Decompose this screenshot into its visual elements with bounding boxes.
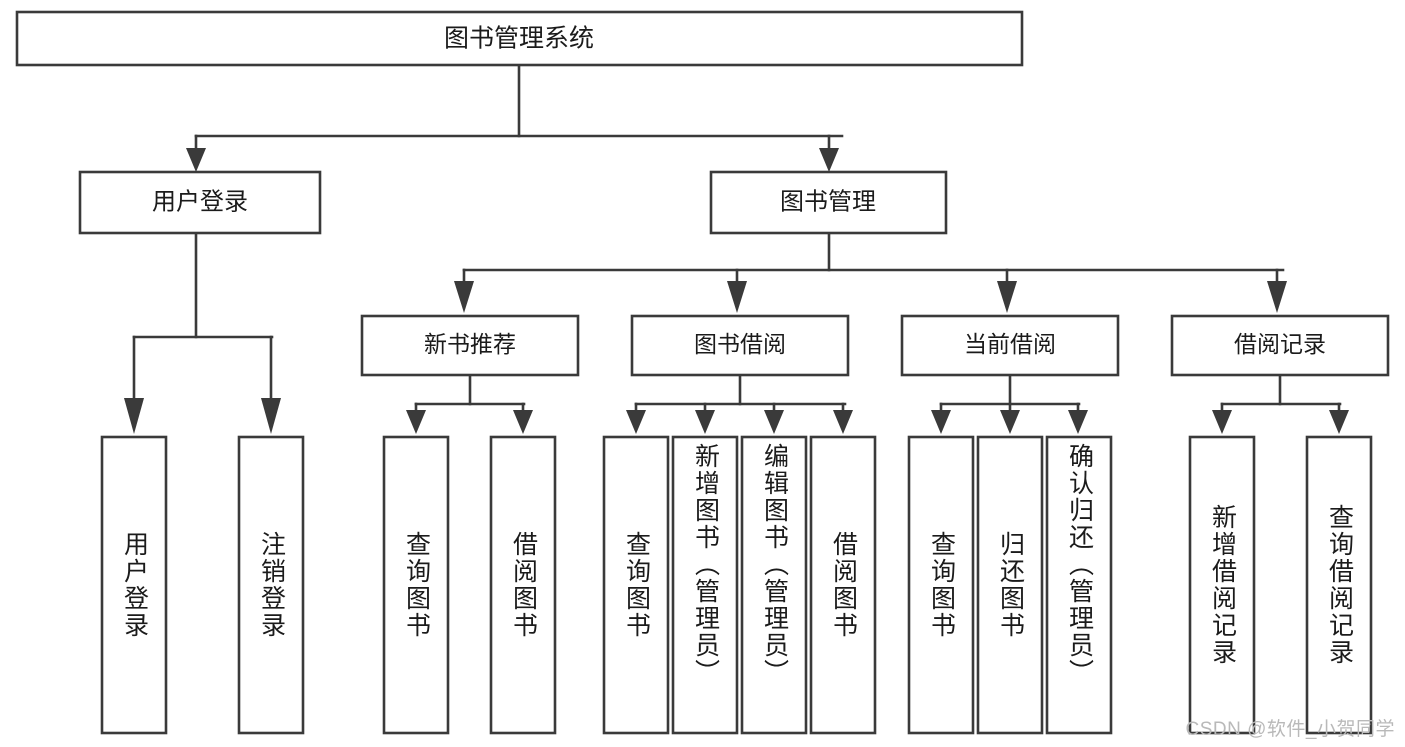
leaf-box-query-book-3[interactable] (907, 435, 975, 735)
node-root-label: 图书管理系统 (444, 25, 594, 53)
connector-current-to-leaves (931, 373, 1088, 434)
connector-userlogin-to-leaves (124, 231, 281, 434)
csdn-watermark: CSDN @软件_小贺同学 (1185, 719, 1395, 740)
node-user-login-label: 用户登录 (152, 188, 248, 215)
leaf-box-return-book[interactable] (976, 435, 1044, 735)
leaf-box-logout[interactable] (237, 435, 305, 735)
connector-borrow-to-leaves (626, 373, 853, 434)
node-current-borrow[interactable]: 当前借阅 (900, 314, 1120, 377)
leaf-box-query-book-1[interactable] (382, 435, 450, 735)
node-borrow-record-label: 借阅记录 (1234, 331, 1326, 357)
leaf-box-edit-book-admin[interactable] (740, 435, 808, 735)
node-book-borrow[interactable]: 图书借阅 (630, 314, 850, 377)
connector-root-to-level2 (186, 63, 844, 172)
node-book-management-label: 图书管理 (780, 188, 876, 215)
node-new-book-recommend-label: 新书推荐 (424, 331, 516, 357)
node-current-borrow-label: 当前借阅 (964, 331, 1056, 357)
node-borrow-record[interactable]: 借阅记录 (1170, 314, 1390, 377)
leaf-box-user-login[interactable] (100, 435, 168, 735)
node-user-login[interactable]: 用户登录 (78, 170, 322, 235)
leaf-box-query-borrow-record[interactable] (1305, 435, 1373, 735)
connector-record-to-leaves (1212, 373, 1349, 434)
leaf-box-borrow-book-1[interactable] (489, 435, 557, 735)
connector-recommend-to-leaves (406, 373, 533, 434)
leaf-box-confirm-return-admin[interactable] (1045, 435, 1113, 735)
node-root[interactable]: 图书管理系统 (15, 10, 1024, 67)
node-new-book-recommend[interactable]: 新书推荐 (360, 314, 580, 377)
leaf-box-add-borrow-record[interactable] (1188, 435, 1256, 735)
leaf-box-borrow-book-2[interactable] (809, 435, 877, 735)
node-book-management[interactable]: 图书管理 (709, 170, 948, 235)
node-book-borrow-label: 图书借阅 (694, 331, 786, 357)
connector-bookmgmt-to-level3 (454, 231, 1287, 313)
leaf-box-add-book-admin[interactable] (671, 435, 739, 735)
leaf-box-query-book-2[interactable] (602, 435, 670, 735)
